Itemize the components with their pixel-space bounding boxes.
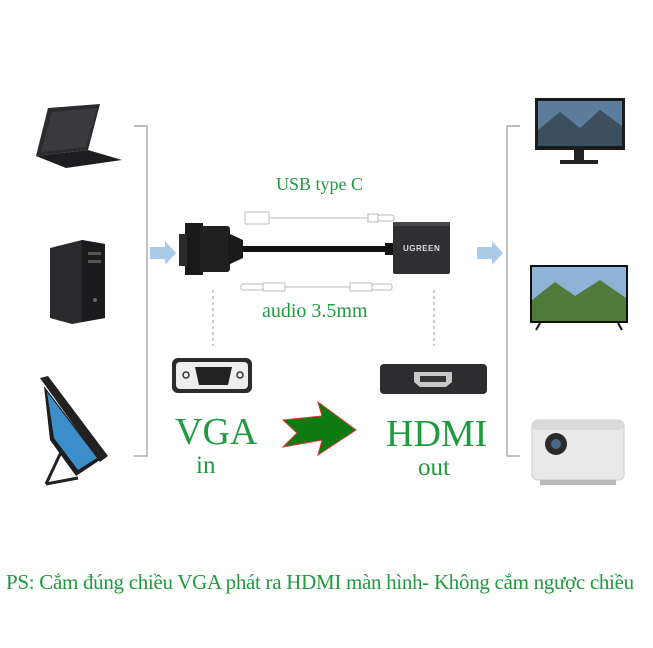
adapter-brand-label: UGREEN [403, 244, 441, 253]
audio-cable-icon [240, 282, 393, 292]
vga-connector-icon [179, 223, 395, 275]
hdmi-out-label: out [418, 454, 450, 481]
hdmi-port-icon [380, 364, 487, 394]
vga-in-label: in [196, 452, 216, 479]
laptop-icon [36, 104, 122, 168]
desktop-pc-icon [50, 240, 105, 324]
audio-label: audio 3.5mm [262, 300, 368, 322]
projector-icon [531, 419, 625, 485]
hdmi-label: HDMI [386, 413, 488, 455]
usb-type-c-label: USB type C [276, 174, 364, 194]
input-arrow-icon [150, 241, 176, 265]
left-bracket [134, 125, 148, 457]
right-bracket [506, 125, 520, 457]
usage-note: PS: Cắm đúng chiều VGA phát ra HDMI màn … [6, 570, 634, 594]
adapter-box-icon [393, 222, 450, 274]
monitor-icon [535, 98, 625, 164]
vga-port-icon [172, 358, 252, 393]
vga-label: VGA [175, 411, 258, 453]
tv-icon [530, 265, 628, 331]
usb-c-cable-icon [244, 211, 395, 225]
direction-arrow-icon [281, 400, 357, 457]
touchscreen-monitor-icon [40, 376, 108, 486]
output-arrow-icon [477, 241, 503, 265]
